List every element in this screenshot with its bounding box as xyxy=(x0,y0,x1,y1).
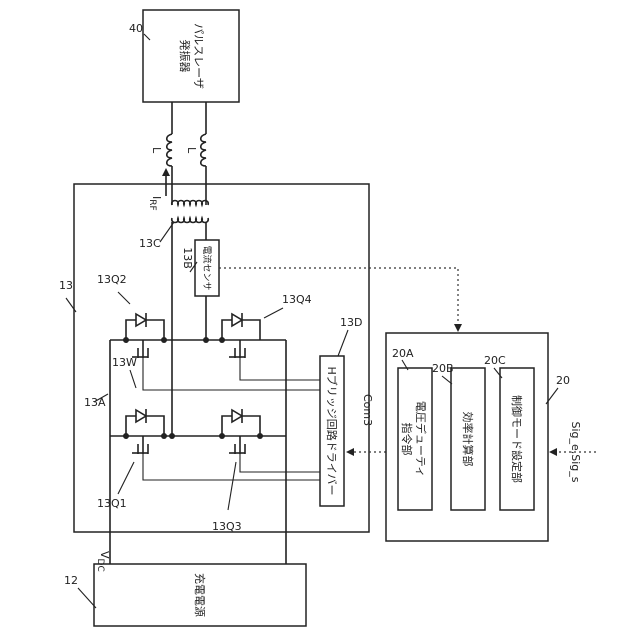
transformer-primary xyxy=(172,218,209,223)
q2-transistor xyxy=(138,340,148,358)
laser-leads xyxy=(172,102,206,134)
sensor-ref: 13B xyxy=(181,247,194,269)
driver-ref: 13D xyxy=(340,316,362,329)
q2-diode-loop xyxy=(126,320,164,340)
sensor-signal-line xyxy=(219,268,458,326)
transformer-ref: 13C xyxy=(139,237,161,250)
q1-ref: 13Q1 xyxy=(97,497,127,510)
current-arrow-head xyxy=(162,168,170,176)
gate-line-q3 xyxy=(240,454,320,472)
q4-diode-symbol xyxy=(232,314,242,326)
gate-line-q4 xyxy=(240,358,320,380)
current-label: IRF xyxy=(147,196,163,211)
inductor-right-label: L xyxy=(185,147,198,154)
inductor-left xyxy=(167,134,172,166)
q3-diode-symbol xyxy=(232,410,242,422)
supply-ref: 12 xyxy=(64,574,78,587)
inductor-to-transformer-leads xyxy=(172,166,206,205)
q2-diode-symbol xyxy=(136,314,146,326)
junction-dot xyxy=(123,337,129,343)
supply-label: 充電電源 xyxy=(193,573,207,617)
block-20c-ref: 20C xyxy=(484,354,506,367)
sig-label: Sig_e,Sig_s xyxy=(569,421,582,482)
bridge-ref: 13A xyxy=(84,396,106,409)
inductor-left-label: L xyxy=(150,147,163,154)
block-20a-line1: 電圧デューティ xyxy=(414,401,428,477)
wire-ref: 13W xyxy=(112,356,137,369)
q1-diode-symbol xyxy=(136,410,146,422)
com3-label: Com3 xyxy=(361,394,374,426)
junction-dot xyxy=(219,433,225,439)
block-20c-label: 制御モード設定部 xyxy=(510,395,524,483)
q4-leader xyxy=(264,308,283,318)
gate-line-q2 xyxy=(143,358,320,390)
q1-leader xyxy=(118,462,134,494)
current-sensor-label: 電流センサ xyxy=(201,245,213,290)
junction-dot xyxy=(257,433,263,439)
inductor-right xyxy=(201,134,206,166)
block-20a-line2: 指令部 xyxy=(400,423,414,456)
q2-leader xyxy=(118,292,130,304)
block-20b-label: 効率計算部 xyxy=(461,412,475,467)
junction-dot xyxy=(169,433,175,439)
junction-dot xyxy=(203,337,209,343)
q3-ref: 13Q3 xyxy=(212,520,242,533)
q4-diode-loop xyxy=(222,320,260,340)
q1-diode-loop xyxy=(126,416,164,436)
driver-leader xyxy=(338,330,348,356)
sensor-signal-arrow xyxy=(454,324,462,332)
controller-ref: 20 xyxy=(556,374,570,387)
q1-transistor xyxy=(138,436,148,454)
q4-ref: 13Q4 xyxy=(282,293,312,306)
junction-dot xyxy=(161,433,167,439)
q4-transistor xyxy=(235,340,245,358)
laser-label-line1: パルスレーザ xyxy=(192,23,205,89)
q3-transistor xyxy=(235,436,245,454)
wire-leader xyxy=(130,370,136,388)
junction-dot xyxy=(161,337,167,343)
junction-dot xyxy=(123,433,129,439)
q3-leader xyxy=(228,462,236,510)
block-20a-ref: 20A xyxy=(392,347,414,360)
driver-label: Hブリッジ回路ドライバー xyxy=(325,366,339,495)
laser-ref: 40 xyxy=(129,22,143,35)
com3-arrow xyxy=(346,448,354,456)
q3-diode-loop xyxy=(222,416,260,436)
laser-label-line2: 発振器 xyxy=(178,40,192,73)
gate-line-q1 xyxy=(143,454,320,480)
block-20b-ref: 20B xyxy=(432,362,454,375)
transformer-secondary xyxy=(172,201,209,206)
q2-ref: 13Q2 xyxy=(97,273,127,286)
inverter-ref: 13 xyxy=(59,279,73,292)
sig-input-arrow xyxy=(549,448,557,456)
junction-dot xyxy=(219,337,225,343)
